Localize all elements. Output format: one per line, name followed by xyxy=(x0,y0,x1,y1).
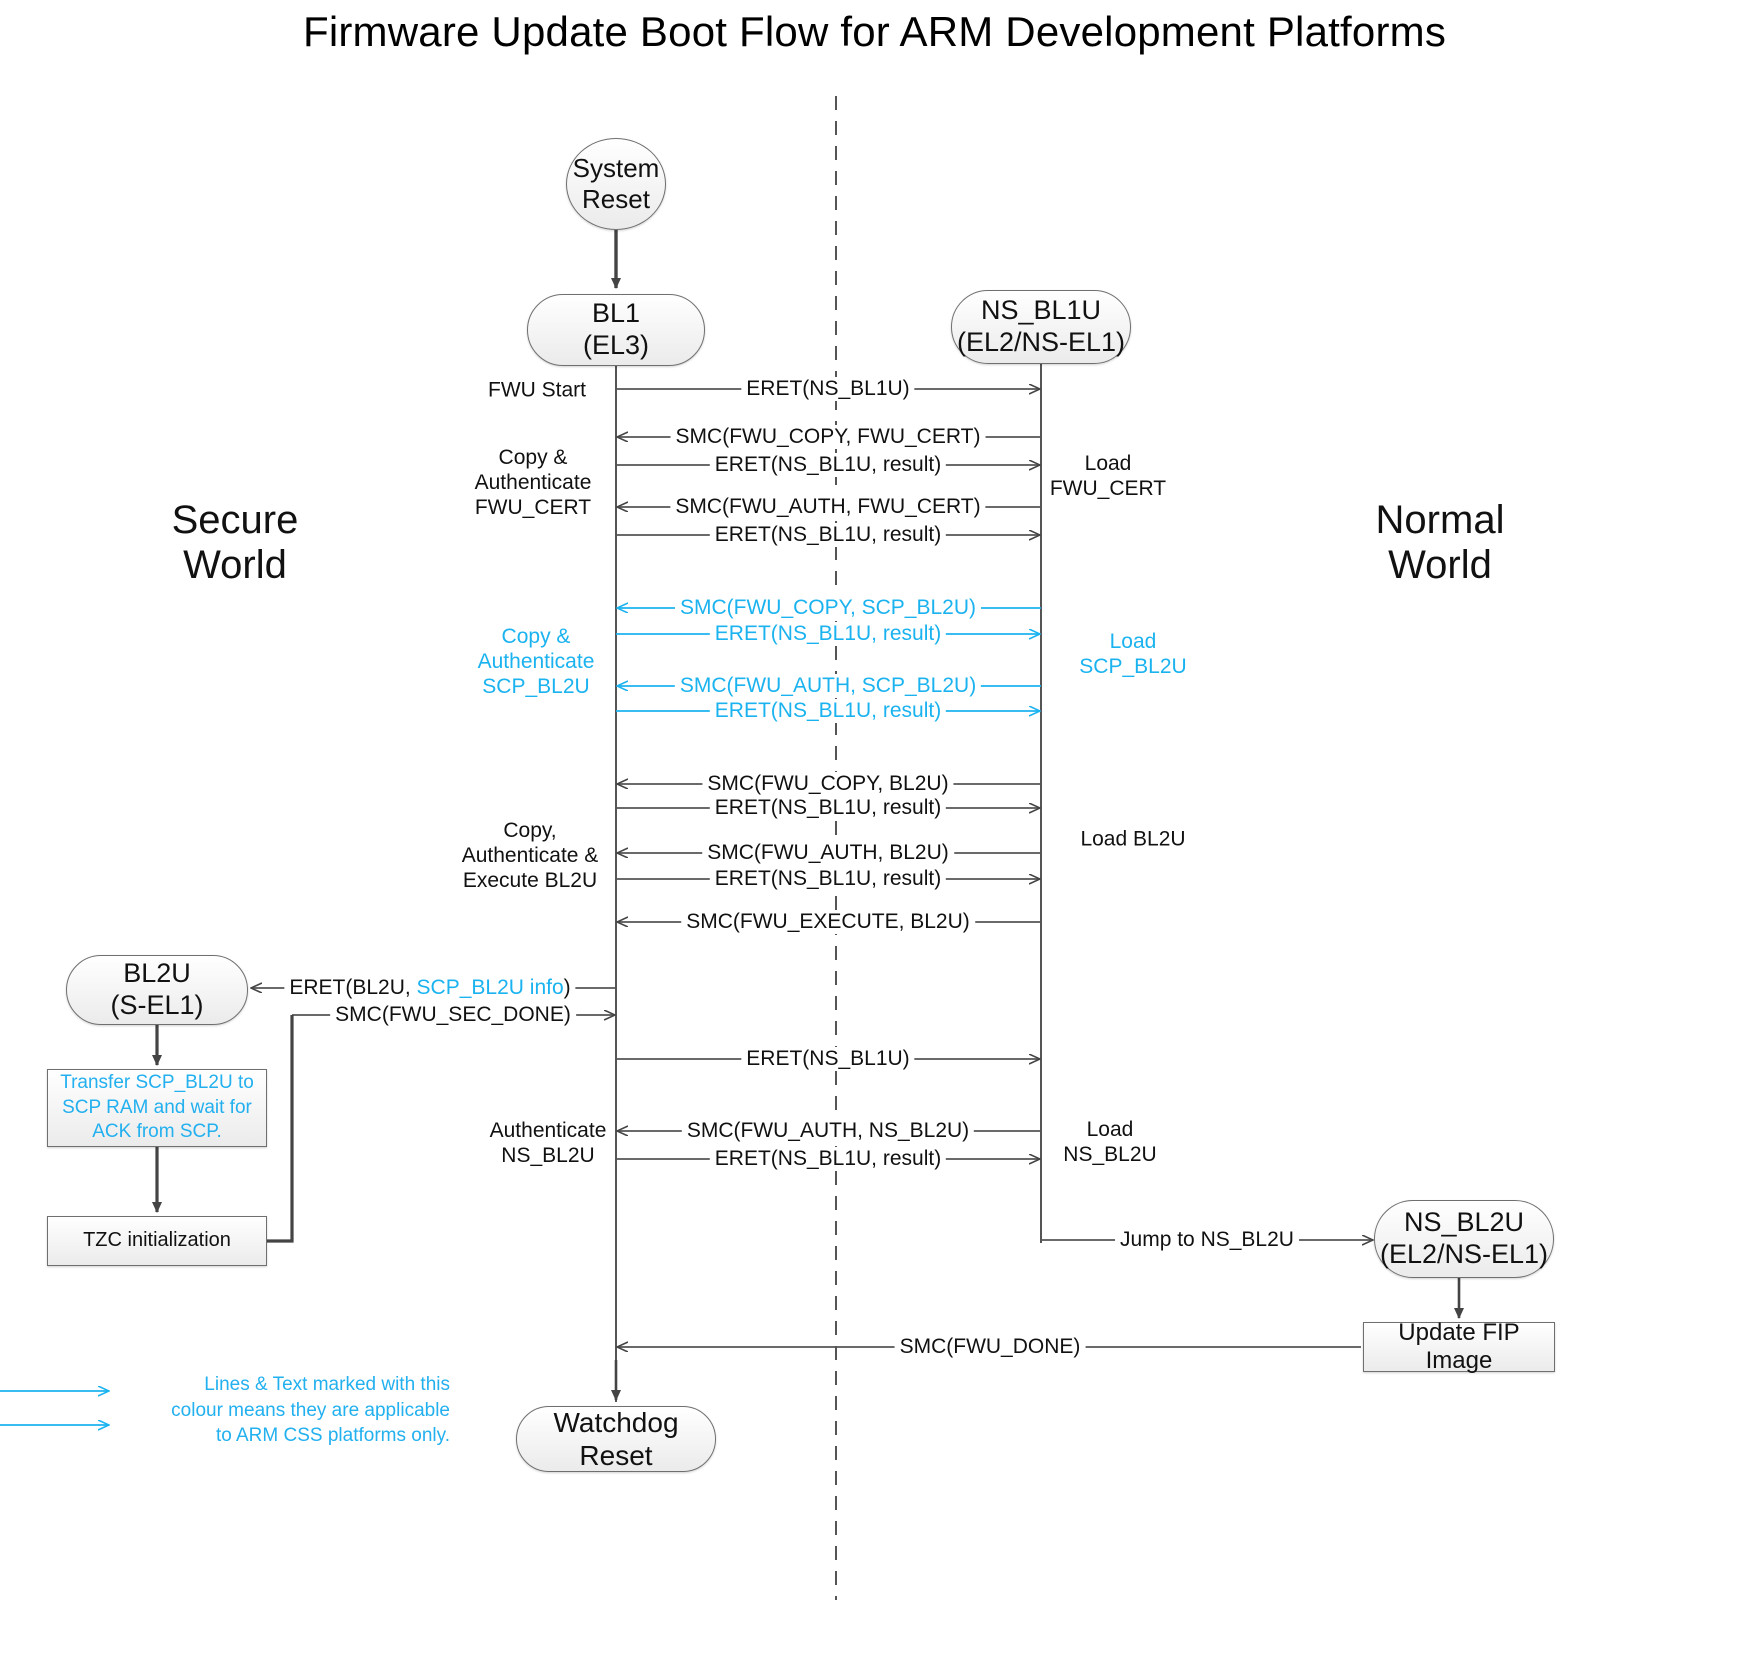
box-transfer-line3: ACK from SCP. xyxy=(92,1121,222,1143)
annotation-load-fwu-cert: Load FWU_CERT xyxy=(1049,452,1167,500)
message-label-m2: SMC(FWU_COPY, FWU_CERT) xyxy=(670,425,986,449)
message-label-m11: ERET(NS_BL1U, result) xyxy=(709,796,947,820)
node-ns-bl2u-line1: NS_BL2U xyxy=(1403,1207,1525,1238)
page-title: Firmware Update Boot Flow for ARM Develo… xyxy=(302,8,1447,55)
node-watchdog-reset-label: Watchdog Reset xyxy=(553,1406,679,1471)
node-bl1-line1: BL1 xyxy=(591,298,641,329)
message-label-m13: ERET(NS_BL1U, result) xyxy=(709,867,947,891)
box-tzc-initialization[interactable]: TZC initialization xyxy=(47,1216,267,1266)
node-ns-bl2u-line2: (EL2/NS-EL1) xyxy=(1379,1239,1549,1269)
box-update-fip-image[interactable]: Update FIP Image xyxy=(1363,1319,1555,1374)
annotation-copy-auth-execute-bl2u: Copy, Authenticate & Execute BL2U xyxy=(461,818,599,892)
message-label-m8: SMC(FWU_AUTH, SCP_BL2U) xyxy=(674,674,982,698)
message-label-m4: SMC(FWU_AUTH, FWU_CERT) xyxy=(670,495,986,519)
annotation-load-ns-bl2u: Load NS_BL2U xyxy=(1063,1118,1157,1166)
node-system-reset[interactable]: System Reset xyxy=(566,138,666,230)
message-label-m17: ERET(NS_BL1U) xyxy=(741,1047,915,1071)
message-label-m15: ERET(BL2U, SCP_BL2U info) xyxy=(284,976,576,1000)
annotation-load-scp-bl2u: Load SCP_BL2U xyxy=(1079,630,1187,678)
box-transfer-line1: Transfer SCP_BL2U to xyxy=(60,1071,254,1093)
legend-line-1: Lines & Text marked with this xyxy=(204,1374,450,1395)
annotation-fwu-start: FWU Start xyxy=(488,378,586,402)
message-label-m7: ERET(NS_BL1U, result) xyxy=(709,622,947,646)
node-ns-bl1u-line2: (EL2/NS-EL1) xyxy=(956,327,1126,357)
node-ns-bl2u[interactable]: NS_BL2U (EL2/NS-EL1) xyxy=(1374,1200,1554,1278)
box-transfer-line2: SCP RAM and wait for xyxy=(62,1096,252,1118)
message-label-m3: ERET(NS_BL1U, result) xyxy=(709,453,947,477)
node-ns-bl1u-line1: NS_BL1U xyxy=(980,295,1102,326)
box-update-fip-label: Update FIP Image xyxy=(1398,1318,1520,1374)
box-transfer-scp-bl2u[interactable]: Transfer SCP_BL2U to SCP RAM and wait fo… xyxy=(47,1069,267,1147)
node-bl2u-line2: (S-EL1) xyxy=(110,990,204,1020)
message-label-m20: Jump to NS_BL2U xyxy=(1115,1228,1299,1252)
annotation-copy-auth-fwu-cert: Copy & Authenticate FWU_CERT xyxy=(474,445,592,519)
legend-line-3: to ARM CSS platforms only. xyxy=(215,1425,450,1447)
annotation-authenticate-ns-bl2u: Authenticate NS_BL2U xyxy=(489,1119,607,1167)
legend-text: Lines & Text marked with this colour mea… xyxy=(130,1372,450,1449)
message-label-m10: SMC(FWU_COPY, BL2U) xyxy=(702,772,954,796)
node-bl1[interactable]: BL1 (EL3) xyxy=(527,294,705,366)
legend-line-2: colour means they are applicable xyxy=(171,1399,450,1421)
message-label-m9: ERET(NS_BL1U, result) xyxy=(709,699,947,723)
message-label-m5: ERET(NS_BL1U, result) xyxy=(709,523,947,547)
annotation-copy-auth-scp-bl2u: Copy & Authenticate SCP_BL2U xyxy=(477,624,595,698)
message-label-m6: SMC(FWU_COPY, SCP_BL2U) xyxy=(674,596,982,620)
node-system-reset-line2: Reset xyxy=(582,184,650,214)
message-label-m14: SMC(FWU_EXECUTE, BL2U) xyxy=(681,910,975,934)
secure-world-label: Secure World xyxy=(171,498,299,587)
message-label-m1: ERET(NS_BL1U) xyxy=(741,377,915,401)
node-ns-bl1u[interactable]: NS_BL1U (EL2/NS-EL1) xyxy=(951,290,1131,364)
node-bl2u[interactable]: BL2U (S-EL1) xyxy=(66,955,248,1025)
normal-world-label: Normal World xyxy=(1375,498,1505,587)
annotation-load-bl2u: Load BL2U xyxy=(1080,827,1186,851)
node-bl1-line2: (EL3) xyxy=(582,330,650,360)
message-label-m21: SMC(FWU_DONE) xyxy=(894,1335,1086,1359)
node-system-reset-line1: System xyxy=(572,153,660,184)
message-label-m19: ERET(NS_BL1U, result) xyxy=(709,1147,947,1171)
message-label-m16: SMC(FWU_SEC_DONE) xyxy=(330,1003,576,1027)
node-watchdog-reset[interactable]: Watchdog Reset xyxy=(516,1406,716,1472)
message-label-m15-post: ) xyxy=(563,976,571,999)
message-label-m12: SMC(FWU_AUTH, BL2U) xyxy=(702,841,954,865)
message-label-m18: SMC(FWU_AUTH, NS_BL2U) xyxy=(681,1119,975,1143)
message-label-m15-pre: ERET(BL2U, xyxy=(289,976,417,999)
node-bl2u-line1: BL2U xyxy=(123,958,191,989)
message-label-m15-cyan: SCP_BL2U info xyxy=(416,976,564,999)
box-tzc-label: TZC initialization xyxy=(83,1229,231,1252)
